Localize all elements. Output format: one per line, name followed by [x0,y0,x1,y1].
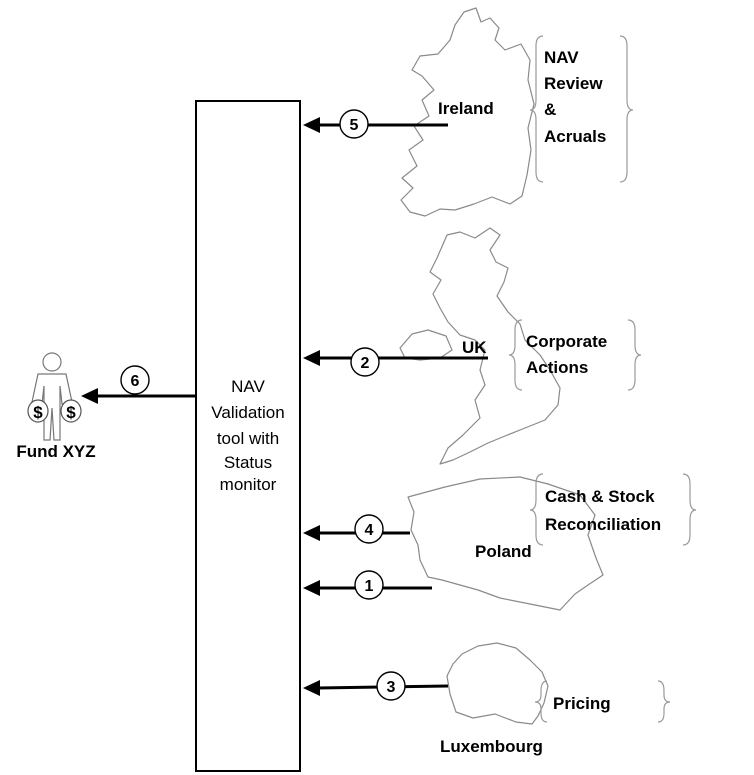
map-luxembourg [446,642,549,725]
step-1-number: 1 [365,578,374,595]
poland-task-line-1: Cash & Stock [545,487,655,506]
ireland-task-line-2: Review [544,74,603,93]
ireland-task-line-1: NAV [544,48,579,67]
uk-task-line-1: Corporate [526,332,607,351]
uk-task-line-2: Actions [526,358,588,377]
person-with-money-bags-icon [27,352,82,441]
money-bag-right [60,399,82,423]
money-bag-left-symbol: $ [33,403,43,422]
brace-uk [508,319,642,391]
money-bag-right-symbol: $ [66,403,76,422]
arrow-step-5: 5 [303,109,448,139]
region-ireland-name: Ireland [438,99,494,118]
central-box-line-5: monitor [220,475,277,494]
map-uk [399,227,561,465]
luxembourg-task-line-1: Pricing [553,694,611,713]
arrow-step-6: 6 [81,365,196,404]
step-5-number: 5 [350,117,359,134]
central-box-line-1: NAV [231,377,265,396]
step-4-number: 4 [365,522,374,539]
central-box-line-3: tool with [217,429,279,448]
brace-luxembourg [534,680,671,723]
map-ireland [400,7,535,217]
money-bag-left [27,399,49,423]
ireland-task-line-3: & [544,100,556,119]
map-poland [407,476,604,611]
arrow-step-4: 4 [303,514,410,544]
arrow-step-1: 1 [303,570,432,600]
region-luxembourg-name: Luxembourg [440,737,543,756]
poland-task-line-2: Reconciliation [545,515,661,534]
arrow-step-2: 2 [303,347,488,377]
arrow-step-3: 3 [303,671,449,701]
region-poland-name: Poland [475,542,532,561]
ireland-task-line-4: Acruals [544,127,606,146]
fund-label: Fund XYZ [16,442,95,461]
central-box-line-2: Validation [211,403,284,422]
brace-poland [529,473,697,546]
nav-validation-tool-box [195,100,301,772]
step-2-number: 2 [361,355,370,372]
central-box-line-4: Status [224,453,272,472]
region-uk-name: UK [462,338,487,357]
brace-ireland [529,35,634,183]
step-6-number: 6 [131,373,140,390]
step-3-number: 3 [387,679,396,696]
